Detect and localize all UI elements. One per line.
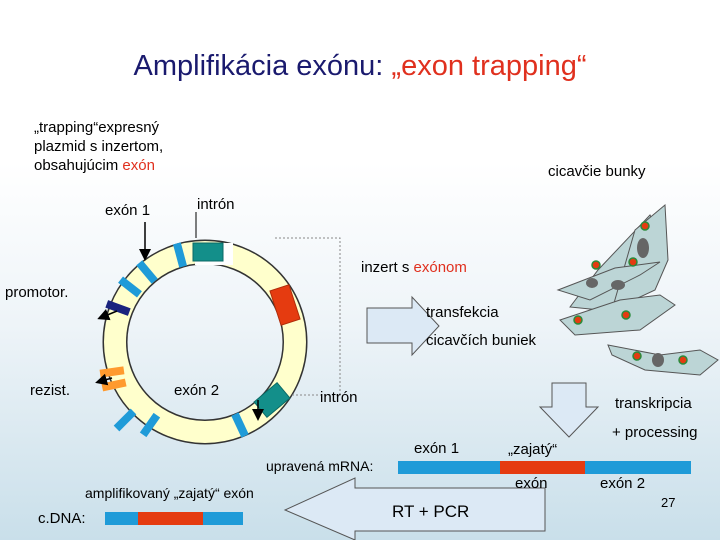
rtpcr-arrow	[283, 477, 546, 540]
page-number: 27	[661, 495, 676, 510]
exon1-block	[192, 242, 224, 262]
resistance-marker-1	[101, 378, 127, 392]
exon2-label: exón 2	[174, 382, 220, 399]
resistance-pointer	[95, 373, 113, 386]
cell-3	[556, 261, 661, 301]
intro-line3: obsahujúcim exón	[34, 156, 163, 175]
mrna-trapped-bar	[500, 461, 585, 474]
trapped-label: „zajatý“	[508, 441, 558, 458]
cell-inserts	[573, 221, 688, 365]
amplified-exon-label: amplifikovaný „zajatý“ exón	[85, 485, 254, 501]
cdna-trapped-bar	[138, 512, 203, 525]
mrna-exon2-label: exón 2	[600, 475, 646, 492]
rtpcr-label: RT + PCR	[392, 502, 470, 521]
mammalian-cells-label: cicavčie bunky	[548, 163, 646, 180]
plasmid-bands	[113, 242, 249, 438]
cdna-label: c.DNA:	[38, 510, 86, 527]
mammalian-cells	[556, 203, 719, 376]
plasmid-description: „trapping“expresný plazmid s inzertom, o…	[34, 118, 163, 175]
insert-prefix: inzert s	[361, 259, 414, 276]
resistance-label: rezist.	[30, 382, 71, 399]
cdna-left-bar	[105, 512, 138, 525]
transfection-arrow	[366, 295, 440, 357]
intro-line1: „trapping“expresný	[34, 119, 160, 136]
mrna-exon1-bar	[398, 461, 500, 474]
cdna-right-bar	[203, 512, 243, 525]
cell-2	[611, 203, 669, 311]
slide-title: Amplifikácia exónu: „exon trapping“	[0, 50, 720, 83]
promoter-label: promotor.	[5, 284, 69, 301]
insert-accent: exónom	[413, 259, 467, 276]
intro-line2: plazmid s inzertom,	[34, 138, 164, 155]
mrna-exon-label: exón	[515, 475, 548, 492]
title-accent: „exon trapping“	[391, 50, 587, 82]
cell-4	[559, 294, 676, 336]
cell-nuclei	[586, 238, 664, 367]
intron-top-label: intrón	[197, 196, 235, 213]
transfection-label: transfekcia	[426, 304, 499, 321]
intro-line3-prefix: obsahujúcim	[34, 157, 123, 174]
mrna-exon2-bar	[585, 461, 691, 474]
title-main: Amplifikácia exónu:	[133, 50, 392, 82]
intro-line3-accent: exón	[122, 157, 155, 174]
modified-mrna-label: upravená mRNA:	[266, 458, 374, 474]
intron-bottom-label: intrón	[320, 389, 358, 406]
promoter-pointer	[97, 309, 118, 321]
transcription-arrow	[538, 382, 600, 438]
mammalian-cells2-label: cicavčích buniek	[426, 332, 537, 349]
promoter-marker	[105, 300, 131, 316]
transcription-label: transkripcia	[615, 395, 692, 412]
exon1-label: exón 1	[105, 202, 151, 219]
processing-label: + processing	[612, 424, 698, 441]
insert-bracket	[275, 237, 341, 396]
insert-label: inzert s exónom	[361, 259, 467, 276]
insert-block	[269, 284, 301, 326]
mrna-exon1-label: exón 1	[414, 440, 460, 457]
